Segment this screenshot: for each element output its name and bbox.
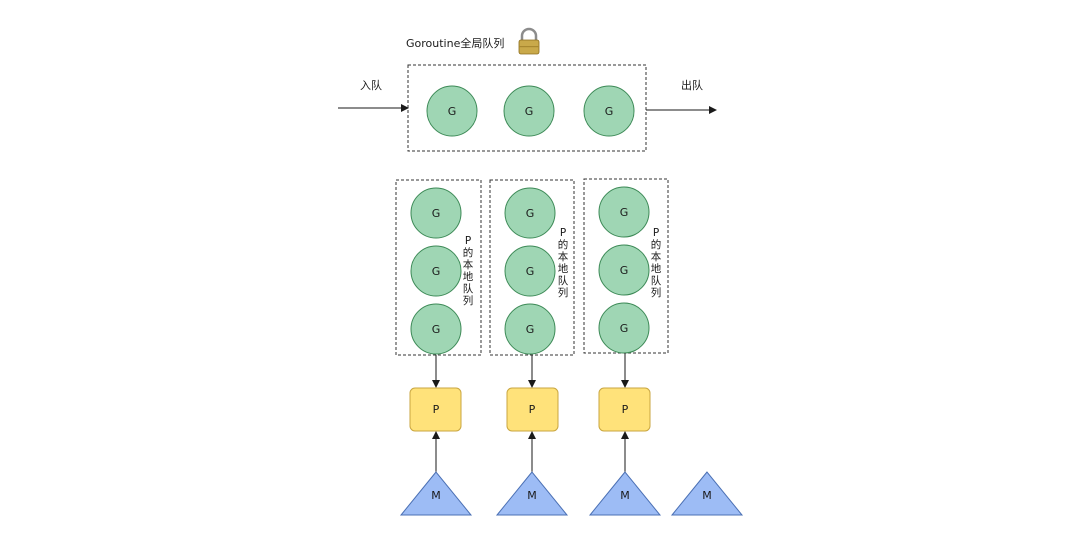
global-goroutine: G	[426, 85, 478, 137]
dequeue-label: 出队	[681, 78, 703, 92]
goroutine-label: G	[526, 265, 535, 278]
local-goroutine: G	[598, 302, 650, 354]
goroutine-label: G	[620, 206, 629, 219]
label-char: 队	[558, 274, 569, 287]
processor: P	[409, 387, 462, 432]
processor-label: P	[529, 403, 536, 416]
goroutine-label: G	[432, 323, 441, 336]
local-goroutine: G	[504, 187, 556, 239]
local-queue-label: P 的 本 地 队 列	[558, 227, 569, 299]
goroutine-label: G	[525, 105, 534, 118]
global-goroutine: G	[583, 85, 635, 137]
local-queue-3: G G G P 的 本 地 队 列 P M	[583, 178, 669, 516]
label-char: 的	[651, 238, 662, 251]
processor-label: P	[622, 403, 629, 416]
goroutine-label: G	[605, 105, 614, 118]
local-goroutine: G	[504, 245, 556, 297]
label-char: P	[560, 227, 566, 239]
label-char: 列	[463, 294, 474, 307]
idle-machine: M	[670, 471, 744, 516]
label-char: 地	[463, 270, 474, 283]
label-char: 地	[651, 262, 662, 275]
processor: P	[506, 387, 559, 432]
local-goroutine: G	[504, 303, 556, 355]
goroutine-label: G	[448, 105, 457, 118]
goroutine-label: G	[432, 265, 441, 278]
goroutine-label: G	[432, 207, 441, 220]
processor-label: P	[433, 403, 440, 416]
label-char: 地	[558, 262, 569, 275]
label-char: 列	[558, 286, 569, 299]
lock-icon	[518, 27, 540, 55]
machine-label: M	[431, 489, 441, 502]
goroutine-label: G	[526, 207, 535, 220]
label-char: 的	[463, 246, 474, 259]
processor: P	[598, 387, 651, 432]
label-char: 的	[558, 238, 569, 251]
local-goroutine: G	[410, 245, 462, 297]
local-queue-2: G G G P 的 本 地 队 列 P M	[489, 179, 575, 516]
local-goroutine: G	[598, 186, 650, 238]
local-goroutine: G	[598, 244, 650, 296]
local-goroutine: G	[410, 303, 462, 355]
label-char: 本	[651, 250, 662, 263]
goroutine-label: G	[620, 264, 629, 277]
machine-label: M	[702, 489, 712, 502]
local-queue-1: G G G P 的 本 地 队 列 P M	[395, 179, 482, 516]
goroutine-label: G	[620, 322, 629, 335]
label-char: 本	[558, 250, 569, 263]
local-queue-box	[395, 179, 482, 356]
label-char: P	[465, 235, 471, 247]
local-queue-label: P 的 本 地 队 列	[463, 235, 474, 307]
goroutine-label: G	[526, 323, 535, 336]
machine: M	[399, 471, 473, 516]
local-queue-label: P 的 本 地 队 列	[651, 227, 662, 299]
global-queue-title: Goroutine全局队列	[406, 36, 504, 50]
machine: M	[495, 471, 569, 516]
label-char: 队	[463, 282, 474, 295]
global-goroutine: G	[503, 85, 555, 137]
label-char: 队	[651, 274, 662, 287]
label-char: 本	[463, 258, 474, 271]
enqueue-label: 入队	[360, 78, 382, 92]
machine-label: M	[527, 489, 537, 502]
machine: M	[588, 471, 662, 516]
label-char: P	[653, 227, 659, 239]
machine-label: M	[620, 489, 630, 502]
local-goroutine: G	[410, 187, 462, 239]
label-char: 列	[651, 286, 662, 299]
